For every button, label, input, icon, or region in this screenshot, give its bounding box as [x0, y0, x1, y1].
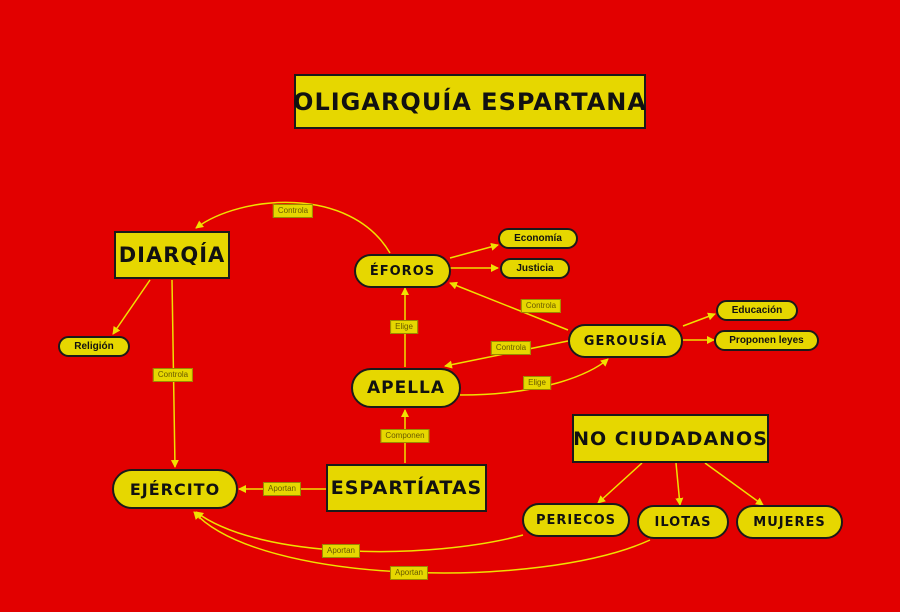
- node-mujeres[interactable]: MUJERES: [736, 505, 843, 539]
- diagram-title: OLIGARQUÍA ESPARTANA: [293, 74, 646, 129]
- node-no-ciudadanos[interactable]: NO CIUDADANOS: [572, 414, 769, 463]
- label-apella-gerousia: Elige: [523, 376, 551, 390]
- label-gerousia-eforos: Controla: [520, 299, 562, 313]
- node-educacion[interactable]: Educación: [716, 300, 798, 321]
- label-apella-eforos: Elige: [390, 320, 418, 334]
- node-ilotas[interactable]: ILOTAS: [637, 505, 729, 539]
- node-proponen-leyes[interactable]: Proponen leyes: [714, 330, 819, 351]
- node-eforos[interactable]: ÉFOROS: [354, 254, 451, 288]
- node-religion[interactable]: Religión: [58, 336, 130, 357]
- node-diarquia[interactable]: DIARQÍA: [114, 231, 230, 279]
- link-gerousia-educacion: [682, 312, 716, 327]
- link-apella-gerousia: [459, 358, 609, 396]
- node-justicia[interactable]: Justicia: [500, 258, 570, 279]
- node-ejercito[interactable]: EJÉRCITO: [112, 469, 238, 509]
- node-gerousia[interactable]: GEROUSÍA: [568, 324, 683, 358]
- node-apella[interactable]: APELLA: [351, 368, 461, 408]
- link-eforos-diarquia: [195, 201, 391, 254]
- label-espartiatas-ejercito: Aportan: [262, 482, 302, 496]
- label-espartiatas-apella: Componen: [380, 429, 430, 443]
- node-periecos[interactable]: PERIECOS: [522, 503, 630, 537]
- label-gerousia-apella: Controla: [490, 341, 532, 355]
- link-nociudadanos-periecos: [597, 462, 643, 504]
- label-eforos-diarquia: Controla: [272, 204, 314, 218]
- link-nociudadanos-mujeres: [704, 462, 764, 506]
- link-nociudadanos-ilotas: [675, 462, 684, 506]
- label-periecos-ejercito: Aportan: [321, 544, 361, 558]
- link-eforos-economia: [449, 242, 499, 259]
- link-diarquia-religion: [112, 279, 151, 335]
- node-economia[interactable]: Economía: [498, 228, 578, 249]
- node-espartiatas[interactable]: ESPARTÍATAS: [326, 464, 487, 512]
- label-diarquia-ejercito: Controla: [152, 368, 194, 382]
- label-ilotas-ejercito: Aportan: [389, 566, 429, 580]
- link-gerousia-eforos: [449, 281, 569, 331]
